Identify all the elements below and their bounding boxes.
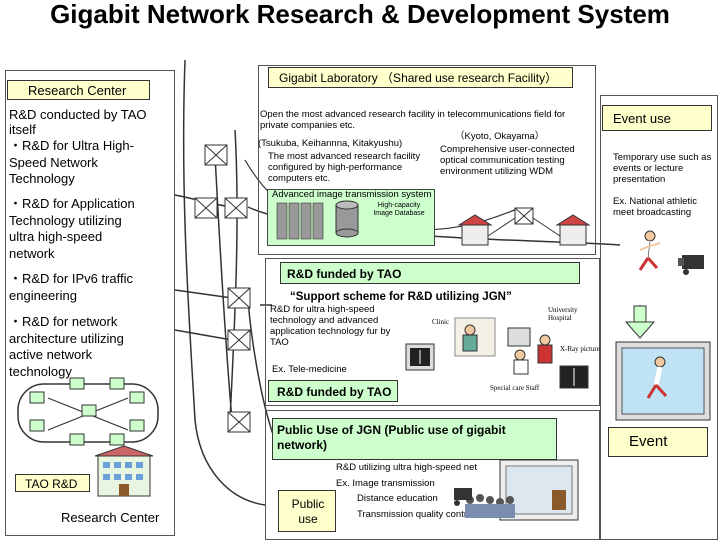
research-center-footer: Research Center bbox=[61, 510, 160, 525]
event-use-header: Event use bbox=[602, 105, 712, 131]
research-center-panel bbox=[5, 70, 175, 536]
server-rack-icon bbox=[276, 202, 324, 240]
medical-staff-icon bbox=[454, 317, 553, 375]
rc-item3: ・R&D for Application Technology utilizin… bbox=[9, 196, 135, 261]
router-icon bbox=[224, 197, 248, 219]
router-icon bbox=[227, 287, 251, 309]
presentation-screen-icon bbox=[499, 459, 579, 521]
lab-kyoto-desc: Comprehensive user-connected optical com… bbox=[440, 144, 575, 177]
lab-tsukuba: (Tsukuba, Keihannna, Kitakyushu) bbox=[258, 138, 403, 149]
lab-building-icon bbox=[555, 214, 591, 246]
public-use-line1: R&D utilizing ultra high-speed net bbox=[336, 462, 477, 473]
video-camera-icon bbox=[454, 488, 472, 506]
rd-funded-footer: R&D funded by TAO bbox=[268, 380, 398, 402]
research-center-header: Research Center bbox=[7, 80, 150, 100]
rc-item1-line1: R&D conducted by TAO bbox=[9, 107, 147, 122]
special-care-label: Special care Staff bbox=[490, 384, 540, 392]
router-icon bbox=[227, 411, 251, 433]
athlete-icon bbox=[638, 230, 661, 271]
lab-tsukuba-desc: The most advanced research facility conf… bbox=[268, 151, 421, 184]
lab-open-text: Open the most advanced research facility… bbox=[260, 109, 566, 131]
rd-funded-panel bbox=[265, 258, 600, 406]
router-icon bbox=[194, 197, 218, 219]
tao-rd-label: TAO R&D bbox=[15, 474, 90, 492]
gigabit-lab-header: Gigabit Laboratory （Shared use research … bbox=[268, 67, 573, 88]
video-camera-icon bbox=[678, 255, 704, 275]
lab-kyoto: （Kyoto, Okayama） bbox=[455, 131, 545, 142]
clinic-label: Clinic bbox=[432, 318, 450, 326]
router-icon bbox=[204, 144, 228, 166]
tv-screen-icon bbox=[615, 341, 711, 421]
rc-item2: ・R&D for Ultra High-Speed Network Techno… bbox=[9, 138, 134, 186]
public-use-header: Public Use of JGN (Public use of gigabit… bbox=[272, 418, 557, 460]
research-center-building-icon bbox=[94, 445, 154, 497]
rd-funded-header: R&D funded by TAO bbox=[280, 262, 580, 284]
lab-building-icon bbox=[457, 214, 493, 246]
public-use-line2: Ex. Image transmission bbox=[336, 478, 435, 489]
university-label: University Hospital bbox=[548, 306, 578, 322]
gigabit-lab-panel bbox=[258, 65, 596, 255]
rc-item4: ・R&D for IPv6 traffic engineering bbox=[9, 271, 134, 303]
xray-icon bbox=[405, 343, 589, 389]
router-icon bbox=[514, 207, 534, 225]
public-use-line3: Distance education bbox=[357, 493, 438, 504]
database-icon bbox=[335, 200, 359, 238]
rc-item5: ・R&D for network architecture utilizing … bbox=[9, 314, 124, 379]
event-use-desc1: Temporary use such as events or lecture … bbox=[613, 152, 712, 185]
router-icon bbox=[227, 329, 251, 351]
rd-funded-desc: R&D for ultra high-speed technology and … bbox=[270, 304, 391, 348]
telemed-label: Ex. Tele-medicine bbox=[272, 364, 347, 375]
public-use-line4: Transmission quality control etc. bbox=[357, 509, 493, 520]
public-use-badge: Public use bbox=[278, 490, 336, 532]
database-label: High-capacity Image Database bbox=[373, 202, 425, 217]
event-use-desc2: Ex. National athletic meet broadcasting bbox=[613, 196, 697, 218]
rd-support-scheme: “Support scheme for R&D utilizing JGN” bbox=[290, 291, 512, 303]
event-badge: Event bbox=[608, 427, 708, 457]
down-arrow-icon bbox=[624, 305, 656, 339]
audience-icon bbox=[465, 494, 515, 518]
page-title: Gigabit Network Research & Development S… bbox=[50, 0, 670, 29]
xray-label: X-Ray picture bbox=[560, 345, 600, 353]
rc-item1-line2: itself bbox=[9, 122, 36, 137]
